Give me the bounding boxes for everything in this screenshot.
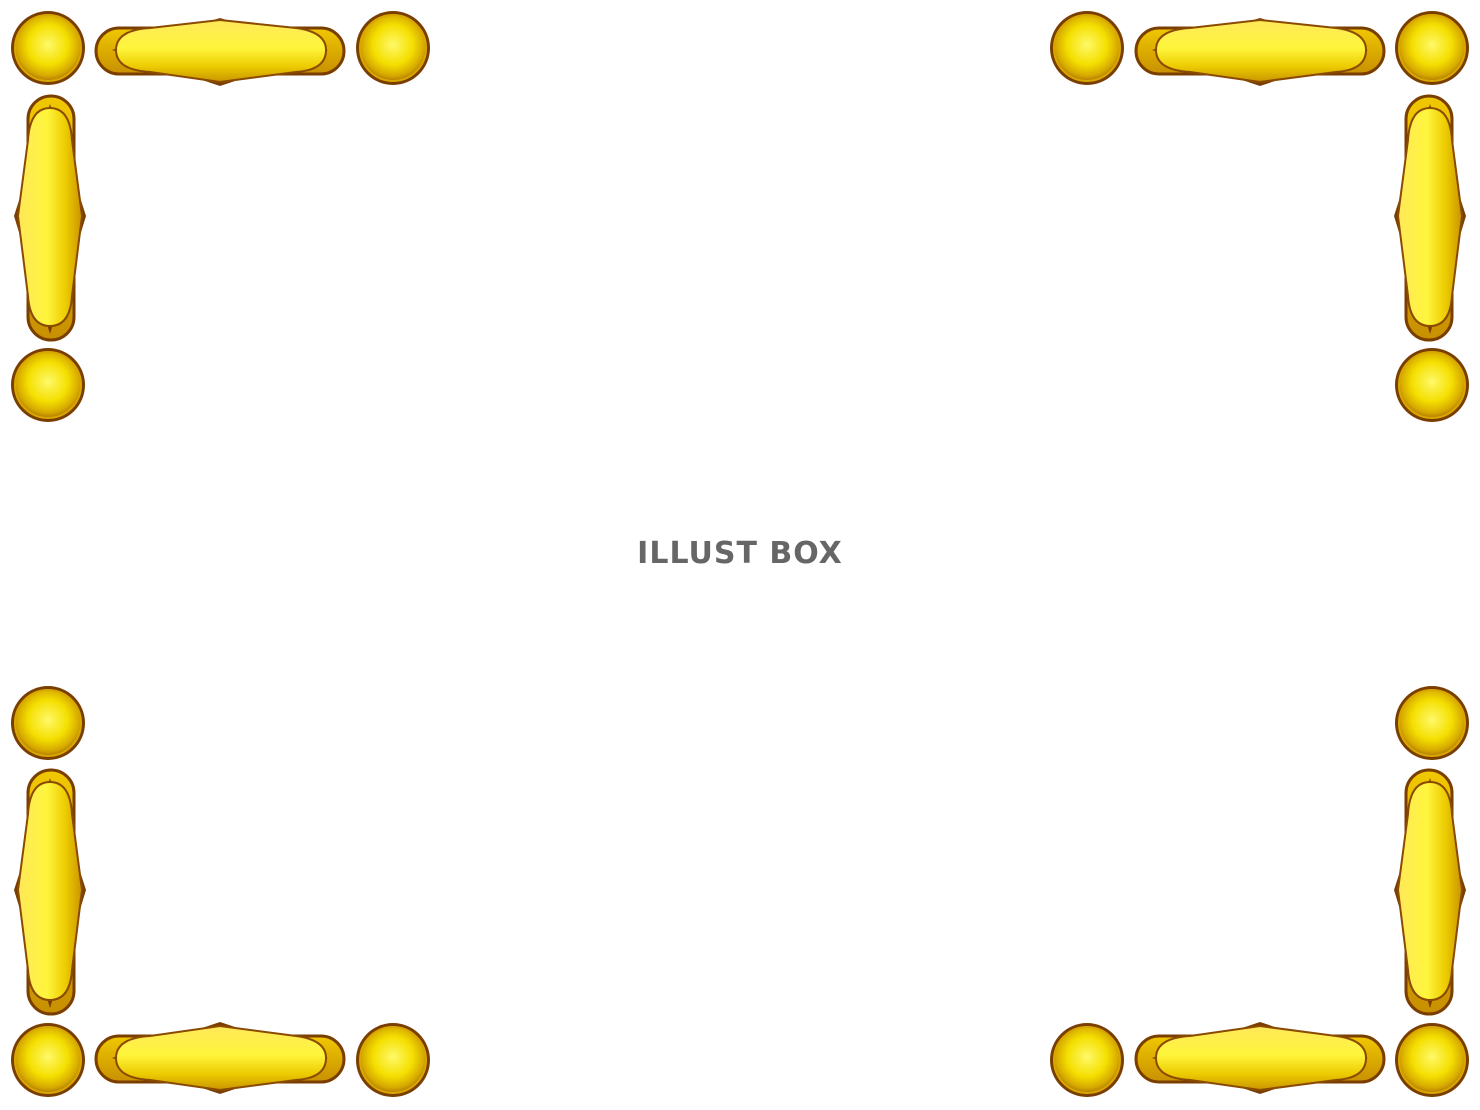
gold-coin [1395,11,1469,85]
gold-coin [356,11,430,85]
gold-bar-vertical [14,94,86,342]
gold-coin [1395,1023,1469,1097]
gold-bar-horizontal [94,1022,346,1094]
gold-bar-horizontal [1134,1022,1386,1094]
corner-ornament-bottom-right [1050,686,1469,1097]
gold-coin [1050,11,1124,85]
gold-coin [11,686,85,760]
gold-bar-horizontal [1134,18,1386,86]
watermark-text: ILLUST BOX [637,536,843,571]
gold-coin [1395,348,1469,422]
corner-ornament-top-left [11,11,430,422]
gold-coin [11,348,85,422]
corner-ornament-bottom-left [11,686,430,1097]
gold-bar-horizontal [94,18,346,86]
corner-ornament-top-right [1050,11,1469,422]
gold-coin [1395,686,1469,760]
gold-coin [11,11,85,85]
gold-coin [1050,1023,1124,1097]
gold-bar-vertical [1394,94,1466,342]
gold-bar-vertical [1394,768,1466,1016]
gold-coin [356,1023,430,1097]
gold-coin [11,1023,85,1097]
gold-bar-vertical [14,768,86,1016]
